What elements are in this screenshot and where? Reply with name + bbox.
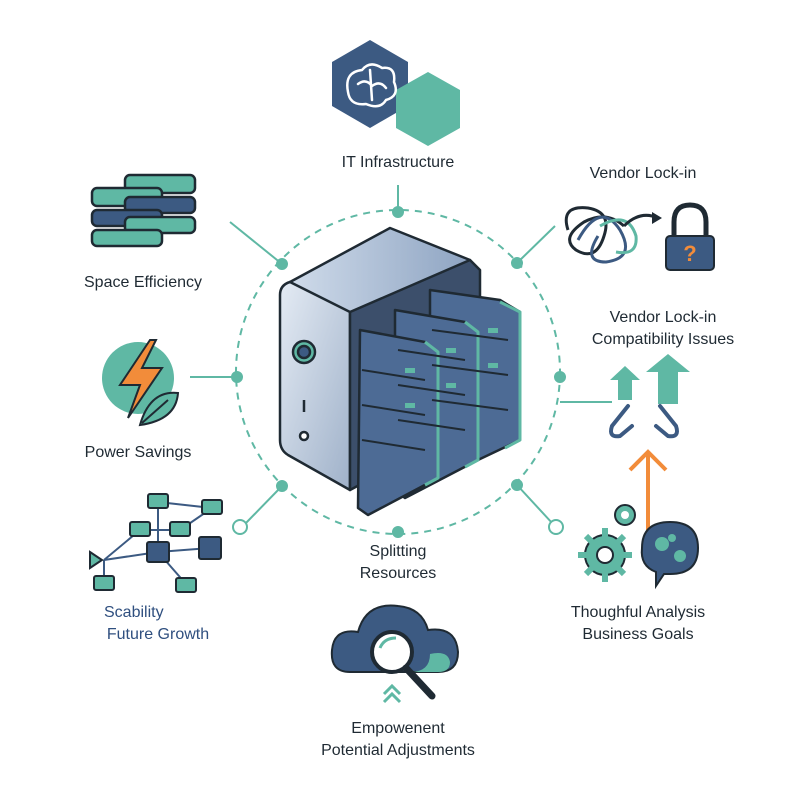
label-splitting-resources: Splitting Resources bbox=[359, 543, 437, 582]
server-rack-icon bbox=[278, 226, 522, 517]
tangled-lock-icon: ? bbox=[564, 202, 715, 271]
cloud-magnifier-icon bbox=[330, 604, 460, 704]
lightning-leaf-icon bbox=[102, 339, 180, 427]
label-compatibility-issues: Vendor Lock-in Compatibility Issues bbox=[591, 309, 735, 348]
label-space-efficiency: Space Efficiency bbox=[84, 274, 202, 291]
brain-hexagon-icon bbox=[332, 40, 460, 146]
question-mark-icon: ? bbox=[683, 241, 696, 266]
gears-bubble-icon bbox=[578, 504, 700, 590]
connectors bbox=[190, 185, 612, 538]
label-scalability: Scability Future Growth bbox=[104, 604, 210, 643]
arrows-up-icon bbox=[609, 354, 690, 530]
label-empowerment: Empowenent Potential Adjustments bbox=[321, 720, 475, 759]
label-vendor-lock-in: Vendor Lock-in bbox=[589, 165, 697, 182]
network-cubes-icon bbox=[89, 493, 223, 593]
label-power-savings: Power Savings bbox=[84, 444, 192, 461]
label-thoughtful-analysis: Thoughful Analysis Business Goals bbox=[570, 604, 706, 643]
stacked-servers-icon bbox=[90, 173, 197, 248]
label-it-infrastructure: IT Infrastructure bbox=[341, 154, 455, 171]
